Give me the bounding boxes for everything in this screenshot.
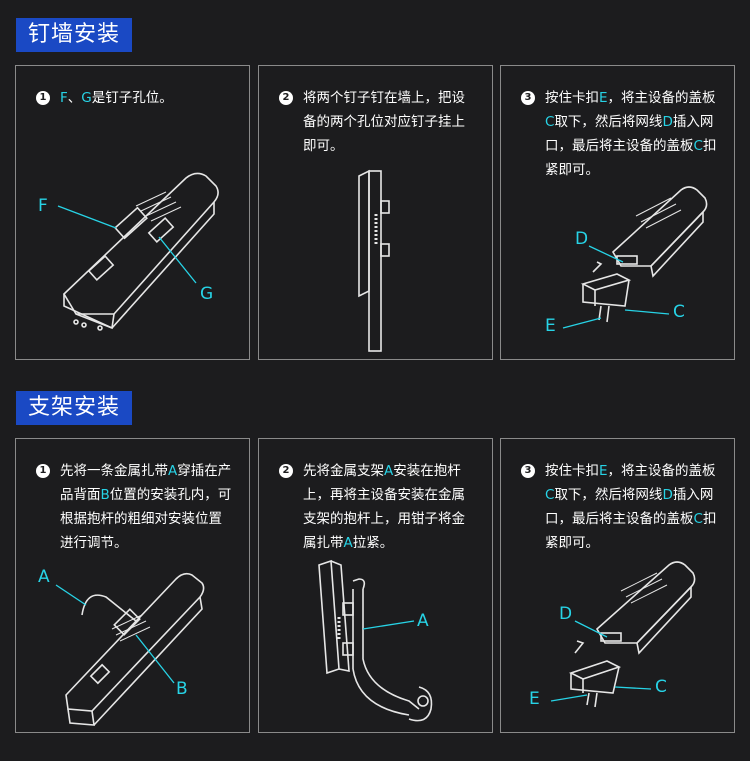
step-number: 3 <box>521 91 535 105</box>
pole-step-1-panel: 1 先将一条金属扎带A穿插在产品背面B位置的安装孔内，可根据抱杆的粗细对安装位置… <box>15 438 250 733</box>
label-e: E <box>545 316 556 336</box>
step-number: 2 <box>279 464 293 478</box>
pole-step-3-text: 3 按住卡扣E，将主设备的盖板C取下，然后将网线D插入网口，最后将主设备的盖板C… <box>521 459 720 555</box>
wall-hang-illustration <box>358 169 390 352</box>
label-a: A <box>38 567 50 587</box>
pole-step-1-text: 1 先将一条金属扎带A穿插在产品背面B位置的安装孔内，可根据抱杆的粗细对安装位置… <box>36 459 235 555</box>
label-f: F <box>38 196 48 216</box>
label-d: D <box>575 229 589 249</box>
label-c: C <box>655 677 667 697</box>
step-number: 1 <box>36 464 50 478</box>
label-d: D <box>559 604 573 624</box>
label-e: E <box>529 689 540 709</box>
wall-step-3-panel: 3 按住卡扣E，将主设备的盖板C取下，然后将网线D插入网口，最后将主设备的盖板C… <box>500 65 735 360</box>
cover-cable-illustration <box>550 561 696 708</box>
label-a: A <box>417 611 429 631</box>
device-back-illustration <box>57 172 219 331</box>
pole-step-3-panel: 3 按住卡扣E，将主设备的盖板C取下，然后将网线D插入网口，最后将主设备的盖板C… <box>500 438 735 733</box>
step-number: 3 <box>521 464 535 478</box>
pole-step-2-panel: 2 先将金属支架A安装在抱杆上，再将主设备安装在金属支架的抱杆上，用钳子将金属扎… <box>258 438 493 733</box>
step-number: 2 <box>279 91 293 105</box>
label-c: C <box>673 302 685 322</box>
wall-step-3-text: 3 按住卡扣E，将主设备的盖板C取下，然后将网线D插入网口，最后将主设备的盖板C… <box>521 86 720 182</box>
pole-step-2-text: 2 先将金属支架A安装在抱杆上，再将主设备安装在金属支架的抱杆上，用钳子将金属扎… <box>279 459 478 555</box>
section-title-pole-mount: 支架安装 <box>16 391 133 425</box>
label-g: G <box>200 284 214 304</box>
section-title-wall-mount: 钉墙安装 <box>16 18 133 52</box>
label-b: B <box>176 679 188 699</box>
wall-step-1-panel: 1 F、G是钉子孔位。 F G <box>15 65 250 360</box>
cover-cable-illustration <box>562 186 708 329</box>
wall-step-2-text: 2 将两个钉子钉在墙上，把设备的两个孔位对应钉子挂上即可。 <box>279 86 478 158</box>
pole-bracket-illustration <box>318 559 433 722</box>
step-number: 1 <box>36 91 50 105</box>
wall-step-1-text: 1 F、G是钉子孔位。 <box>36 86 235 110</box>
wall-step-2-panel: 2 将两个钉子钉在墙上，把设备的两个孔位对应钉子挂上即可。 <box>258 65 493 360</box>
strap-insert-illustration <box>55 572 205 726</box>
